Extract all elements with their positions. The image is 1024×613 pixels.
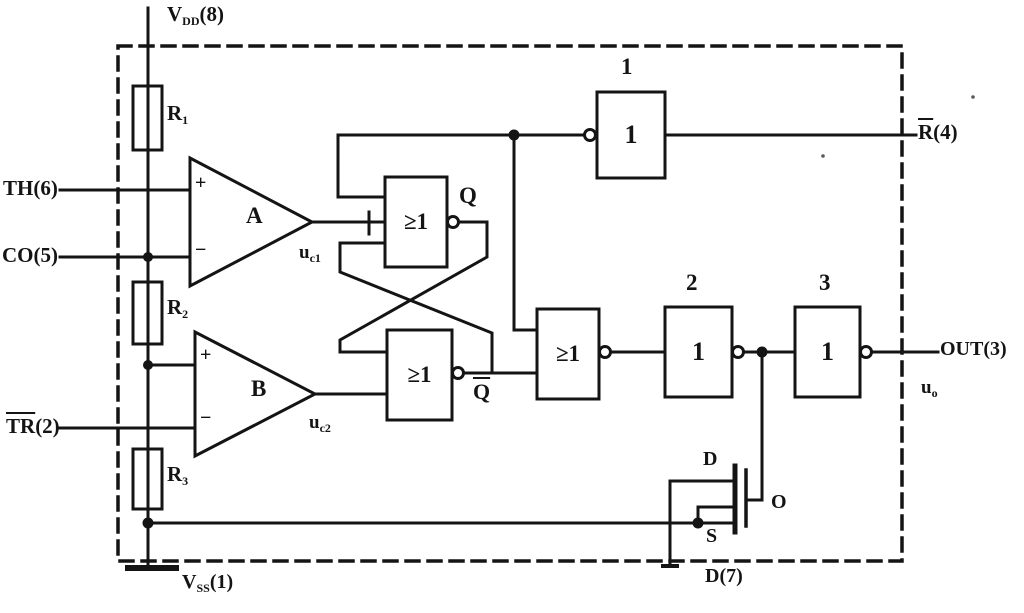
- wire-gate-drive: [747, 350, 764, 502]
- comparator-a-label: A: [246, 203, 263, 228]
- ic-boundary-dashed-box: [116, 44, 904, 563]
- pin-out-name: OUT: [940, 338, 984, 360]
- comparator-a-minus: −: [195, 239, 207, 261]
- pin-tr-num: (2): [35, 414, 60, 438]
- wire-reset-to-output-nor: [512, 133, 539, 332]
- comparator-a-plus: +: [195, 172, 207, 194]
- r1-sub: 1: [182, 113, 189, 127]
- wire-q-crosscouple: [338, 220, 489, 354]
- pin-label-th: TH(6): [3, 177, 58, 199]
- pin-vdd-num: (8): [199, 2, 225, 26]
- pin-label-vdd: VDD(8): [167, 2, 225, 28]
- signal-label-uo: uo: [921, 377, 938, 400]
- resistor-label-r1: R1: [167, 101, 189, 127]
- pin-vss-name: V: [182, 571, 197, 593]
- comparator-b-plus: +: [200, 344, 212, 366]
- pin-reset-num: (4): [933, 120, 958, 144]
- signal-label-qbar: Q: [473, 379, 491, 404]
- resistor-r3-symbol: [131, 447, 164, 511]
- latch-nor-top-symbol: ≥1: [403, 209, 429, 234]
- pin-vdd-name: V: [167, 2, 183, 26]
- pin-label-tr: TR(2): [6, 415, 60, 437]
- pin-vdd-sub: DD: [182, 14, 200, 28]
- comparator-b-minus: −: [200, 407, 212, 429]
- pin-label-out: OUT(3): [940, 339, 1007, 360]
- wire-qbar-crosscouple: [338, 241, 494, 375]
- mosfet-drain-label: D: [703, 448, 718, 470]
- mosfet-gate-label: O: [771, 491, 787, 513]
- wire-bulk-stub: [696, 505, 735, 525]
- r1-name: R: [167, 101, 183, 125]
- pin-tr-name: TR: [6, 414, 36, 438]
- gate3-tag: 3: [819, 270, 831, 295]
- pin-reset-name: R: [918, 120, 934, 144]
- pin-dis-num: (7): [719, 565, 743, 587]
- gate1-symbol: 1: [624, 120, 638, 149]
- pin-co-num: (5): [33, 243, 59, 267]
- pin-th-name: TH: [3, 176, 34, 200]
- pin-label-co: CO(5): [2, 244, 58, 266]
- pin-vss-num: (1): [209, 571, 234, 593]
- r3-name: R: [167, 462, 183, 486]
- resistor-r2-symbol: [131, 280, 164, 346]
- pin-label-reset: R(4): [918, 121, 958, 143]
- pin-dis-name: D: [705, 565, 720, 587]
- gate3-symbol: 1: [821, 337, 834, 366]
- comparator-a-symbol: [188, 155, 316, 289]
- gate2-symbol: 1: [692, 337, 705, 366]
- resistor-label-r3: R3: [167, 462, 189, 488]
- wire-reset-feedback: [336, 133, 586, 199]
- junction-dots: [142, 95, 975, 529]
- gate2-tag: 2: [686, 270, 698, 295]
- inversion-bubbles: [446, 128, 873, 380]
- pin-label-vss: VSS(1): [182, 571, 234, 595]
- pin-vss-sub: SS: [196, 581, 210, 595]
- pin-out-num: (3): [983, 338, 1007, 360]
- comparator-b-symbol: [193, 329, 319, 459]
- output-nor-symbol: ≥1: [555, 341, 581, 366]
- pin-label-discharge: D(7): [705, 566, 743, 587]
- r3-sub: 3: [182, 474, 189, 488]
- pin-th-num: (6): [33, 176, 58, 200]
- r2-name: R: [167, 295, 183, 319]
- mosfet-source-label: S: [706, 525, 718, 547]
- latch-nor-bottom-symbol: ≥1: [407, 362, 432, 387]
- resistor-label-r2: R2: [167, 295, 189, 321]
- gate1-tag: 1: [621, 54, 633, 79]
- signal-label-uc2: uc2: [309, 412, 331, 435]
- signal-label-q: Q: [459, 183, 477, 208]
- comparator-b-label: B: [251, 376, 267, 401]
- pin-co-name: CO: [2, 243, 34, 267]
- supply-rail: [125, 6, 179, 571]
- signal-label-uc1: uc1: [299, 242, 321, 265]
- resistor-r1-symbol: [131, 84, 164, 152]
- r2-sub: 2: [182, 307, 189, 321]
